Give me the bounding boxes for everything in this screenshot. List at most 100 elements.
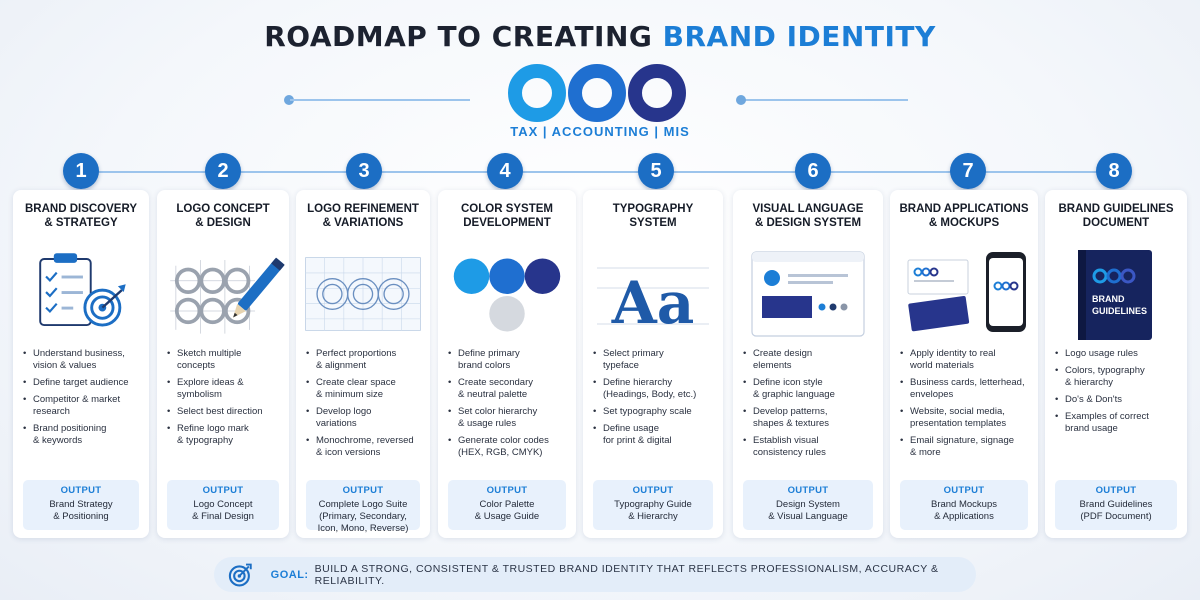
step-title-line: TYPOGRAPHY [612, 203, 694, 215]
decor-dot-right [736, 95, 746, 105]
step-bullets: Select primarytypefaceDefine hierarchy(H… [593, 348, 715, 452]
step-title-line: BRAND DISCOVERY [24, 203, 138, 215]
bullet-line: Refine logo mark [177, 423, 249, 434]
step-bullets: Create designelementsDefine icon style& … [743, 348, 875, 464]
bullet-line: & usage rules [458, 418, 517, 429]
output-line: & Positioning [53, 511, 109, 522]
output-line: Brand Strategy [49, 499, 113, 510]
step-title-line: LOGO CONCEPT [176, 203, 270, 215]
output-line: & Applications [934, 511, 994, 522]
step-number-8: 8 [1096, 153, 1132, 189]
output-text: Color Palette& Usage Guide [448, 499, 566, 523]
step-title-line: & STRATEGY [44, 217, 118, 229]
output-label: OUTPUT [60, 485, 102, 496]
output-line: (PDF Document) [1080, 511, 1152, 522]
bullet-line: Perfect proportions [316, 348, 397, 359]
bullet-line: consistency rules [753, 447, 826, 458]
bullet-item: Business cards, letterhead,envelopes [900, 377, 1030, 401]
step-bullets: Sketch multipleconceptsExplore ideas &sy… [167, 348, 281, 452]
bullet-item: Define target audience [23, 377, 141, 389]
bullet-line: & neutral palette [458, 389, 528, 400]
bullet-line: Logo usage rules [1065, 348, 1138, 359]
output-text: Complete Logo Suite(Primary, Secondary,I… [306, 499, 420, 535]
bullet-line: Website, social media, [910, 406, 1005, 417]
step-title: BRAND DISCOVERY & STRATEGY [17, 202, 145, 230]
mockup-devices-icon [890, 246, 1038, 342]
output-label: OUTPUT [342, 485, 384, 496]
output-line: Complete Logo Suite [318, 499, 408, 510]
bullet-item: Do's & Don'ts [1055, 394, 1179, 406]
bullet-line: shapes & textures [753, 418, 830, 429]
step-title-line: DEVELOPMENT [463, 217, 551, 229]
sketch-pencil-icon [157, 246, 289, 342]
grid-construction-icon [296, 246, 430, 342]
typography-glyph: Aa [611, 269, 695, 337]
output-line: Color Palette [479, 499, 535, 510]
step-output: OUTPUT Complete Logo Suite(Primary, Secon… [306, 480, 420, 534]
bullet-item: Website, social media,presentation templ… [900, 406, 1030, 430]
bullet-item: Logo usage rules [1055, 348, 1179, 360]
bullet-line: Generate color codes [458, 435, 549, 446]
output-line: Brand Mockups [930, 499, 997, 510]
page-title: ROADMAP TO CREATING BRAND IDENTITY [0, 20, 1200, 53]
bullet-line: Do's & Don'ts [1065, 394, 1122, 405]
step-title-line: VISUAL LANGUAGE [752, 203, 864, 215]
color-swatches-icon [438, 246, 576, 342]
bullet-item: Explore ideas &symbolism [167, 377, 281, 401]
bullet-line: & minimum size [316, 389, 384, 400]
output-line: Brand Guidelines [1079, 499, 1153, 510]
bullet-item: Define hierarchy(Headings, Body, etc.) [593, 377, 715, 401]
bullet-line: Define hierarchy [603, 377, 673, 388]
decor-dot-left [284, 95, 294, 105]
bullet-item: Define icon style& graphic language [743, 377, 875, 401]
step-title-line: DOCUMENT [1082, 217, 1150, 229]
output-label: OUTPUT [1095, 485, 1137, 496]
decor-line-left [290, 99, 470, 101]
brand-tagline: TAX | ACCOUNTING | MIS [510, 124, 690, 139]
bullet-line: Colors, typography [1065, 365, 1145, 376]
step-bullets: Perfect proportions& alignmentCreate cle… [306, 348, 422, 464]
output-label: OUTPUT [787, 485, 829, 496]
step-title: LOGO REFINEMENT& VARIATIONS [300, 202, 426, 230]
step-number-7: 7 [950, 153, 986, 189]
bullet-line: Understand business, [33, 348, 125, 359]
step-title-line: & MOCKUPS [928, 217, 1000, 229]
bullet-item: Monochrome, reversed& icon versions [306, 435, 422, 459]
bullet-line: research [33, 406, 70, 417]
goal-label: GOAL: [270, 568, 309, 581]
book-cover-text: BRAND [1092, 294, 1125, 304]
bullet-line: Develop logo [316, 406, 372, 417]
output-label: OUTPUT [632, 485, 674, 496]
layout-icon [733, 246, 883, 342]
bullet-item: Create clear space& minimum size [306, 377, 422, 401]
output-line: Icon, Mono, Reverse) [317, 523, 409, 534]
bullet-item: Develop patterns,shapes & textures [743, 406, 875, 430]
bullet-line: Define icon style [753, 377, 823, 388]
step-card-7: BRAND APPLICATIONS& MOCKUPS Apply identi… [890, 190, 1038, 538]
bullet-line: Define primary [458, 348, 520, 359]
bullet-line: variations [316, 418, 357, 429]
bullet-line: Create secondary [458, 377, 533, 388]
bullet-line: Select primary [603, 348, 664, 359]
output-text: Design System& Visual Language [743, 499, 873, 523]
book-cover-text: GUIDELINES [1092, 306, 1147, 316]
step-title-line: BRAND APPLICATIONS [899, 203, 1029, 215]
bullet-line: & hierarchy [1065, 377, 1114, 388]
step-title-line: & VARIATIONS [322, 217, 404, 229]
guidelines-book-icon: BRAND GUIDELINES [1045, 246, 1187, 342]
output-label: OUTPUT [202, 485, 244, 496]
bullet-line: Establish visual [753, 435, 819, 446]
title-main: ROADMAP TO CREATING [264, 20, 653, 53]
output-line: & Hierarchy [628, 511, 678, 522]
bullet-line: for print & digital [603, 435, 672, 446]
